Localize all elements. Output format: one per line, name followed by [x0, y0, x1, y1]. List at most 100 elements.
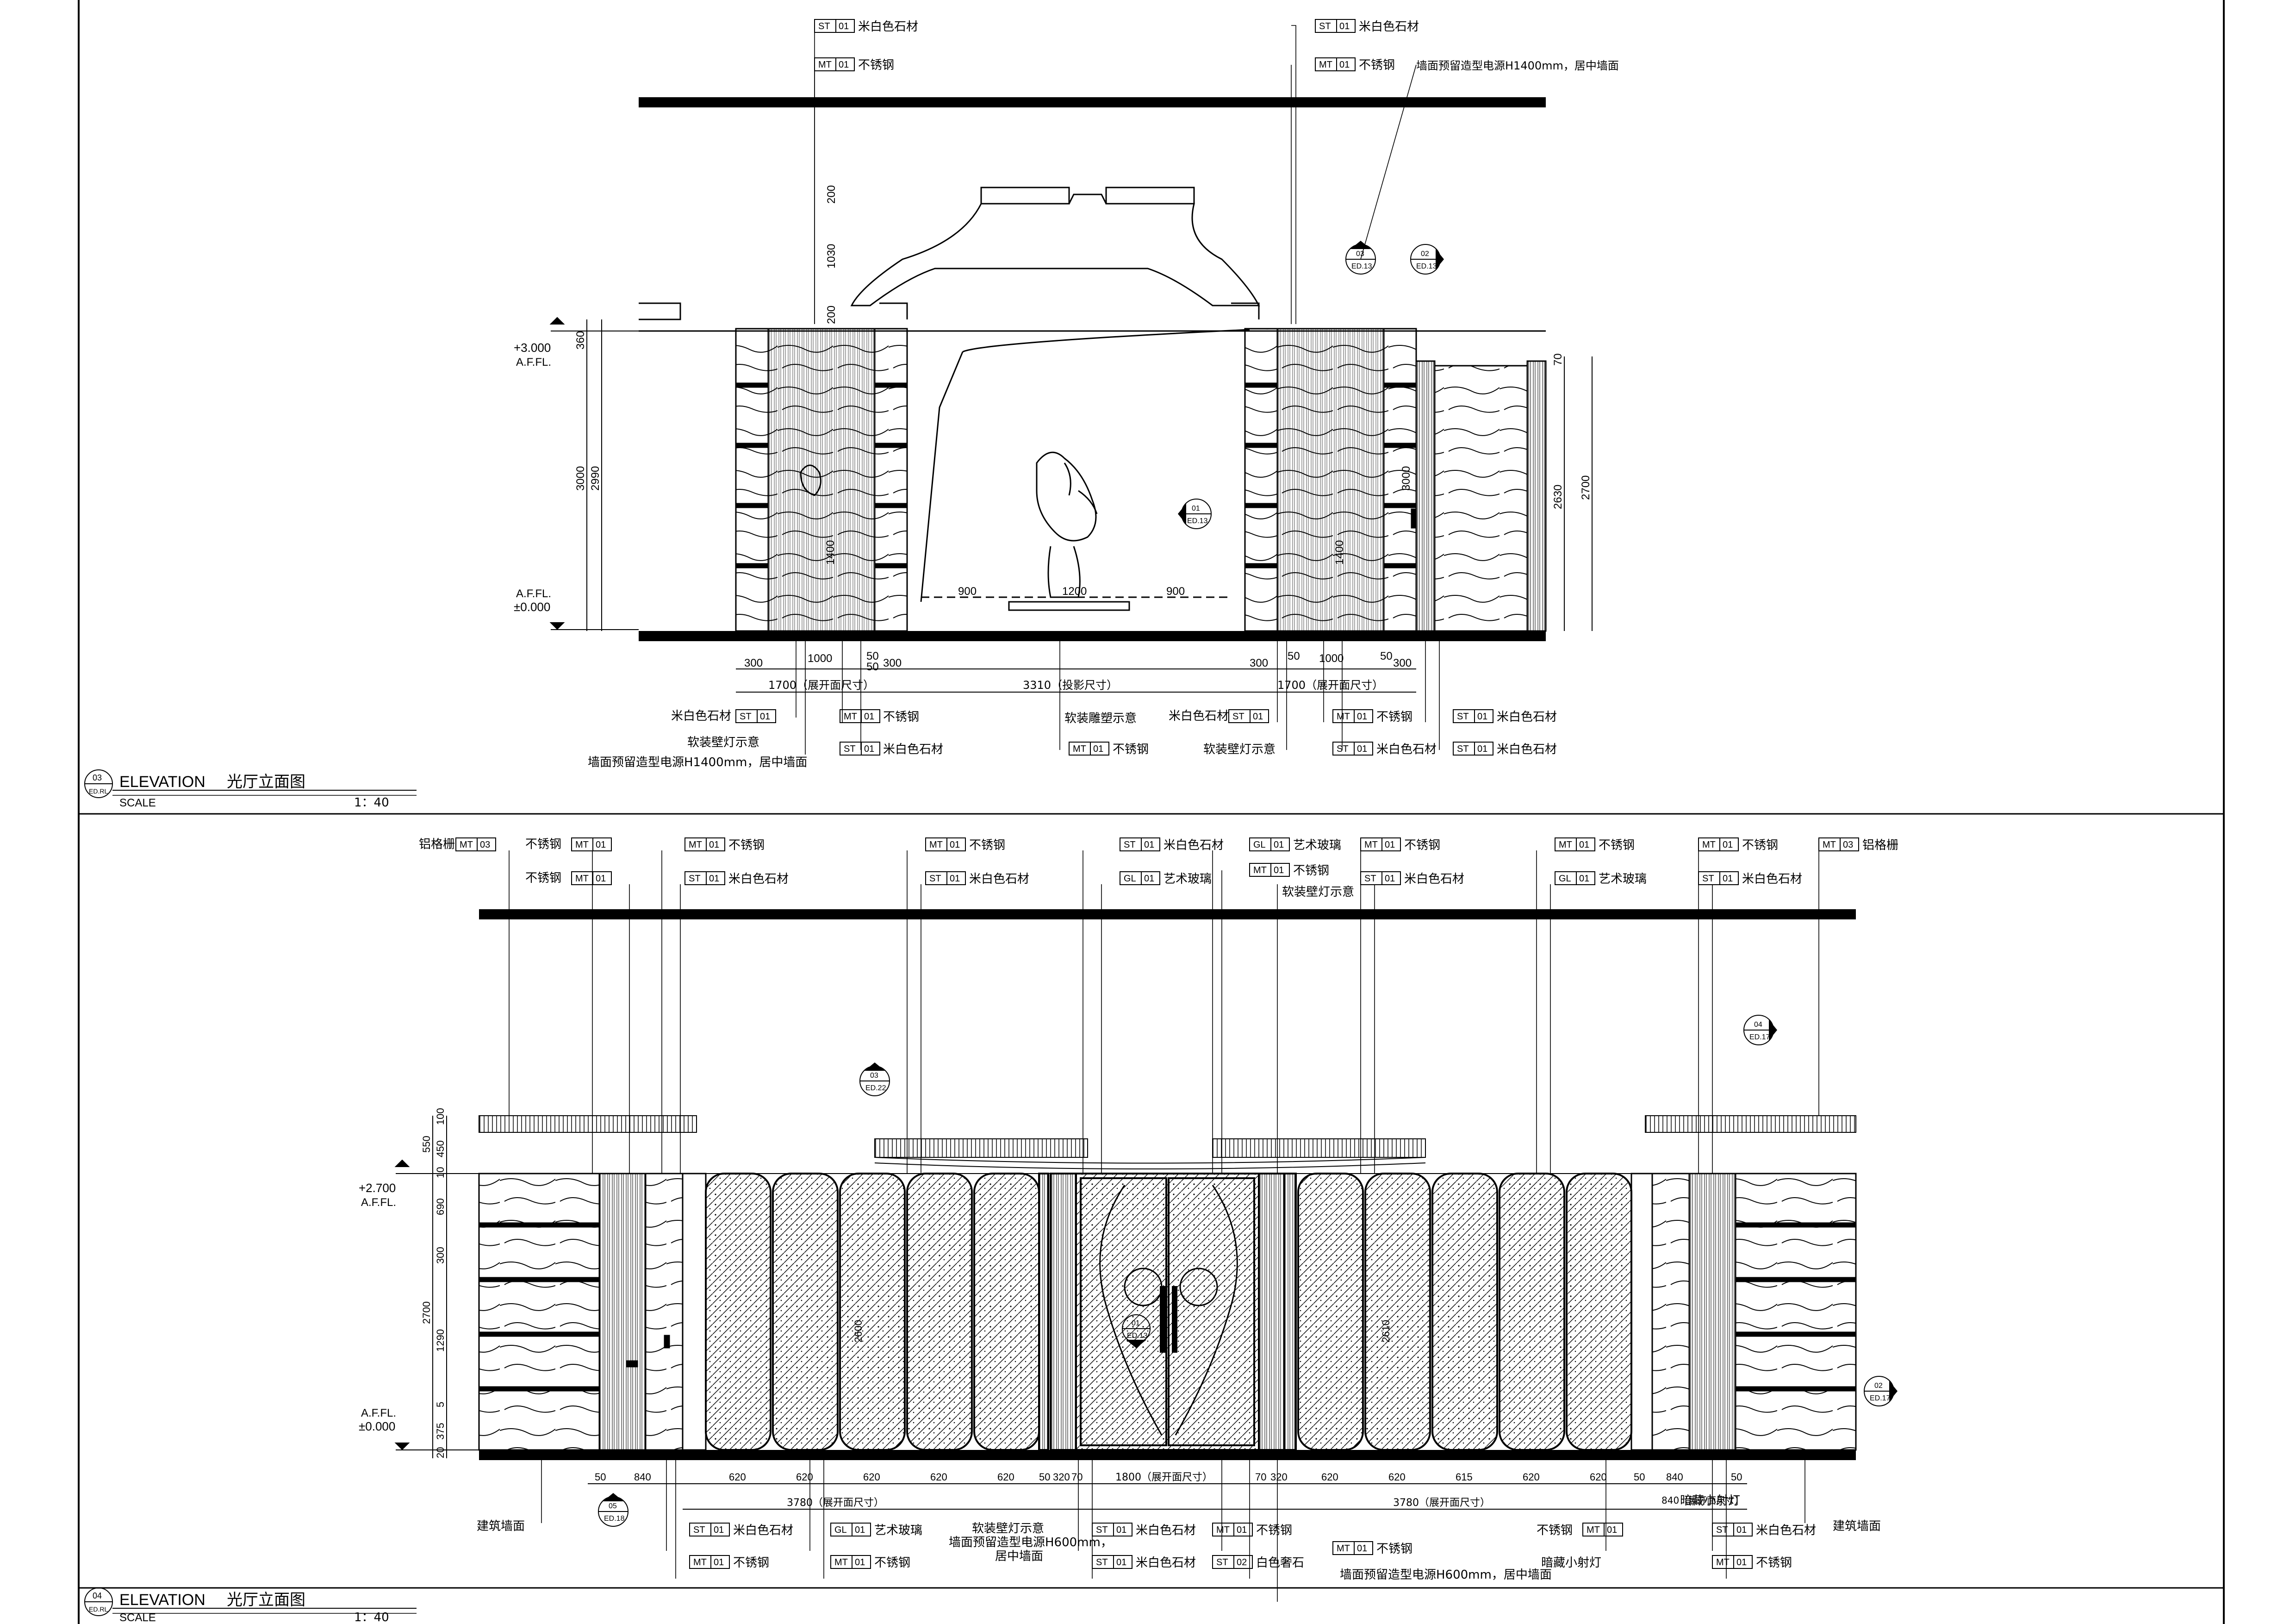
- material-code: MT: [1337, 1543, 1350, 1554]
- aluminium-grille: [479, 1115, 1856, 1169]
- section-marker-d2-b: 04 ED.17: [1743, 1015, 1777, 1045]
- scale-value: 1：40: [354, 796, 389, 810]
- material-name: 米白色石材: [1164, 838, 1224, 852]
- marker-num: 02: [1421, 250, 1429, 258]
- material-name: 米白色石材: [733, 1524, 793, 1537]
- material-code: GL: [1253, 840, 1266, 850]
- material-name: 不锈钢: [1376, 710, 1412, 724]
- dim-text: 1030: [825, 244, 838, 269]
- material-name: 米白色石材: [728, 872, 789, 886]
- material-num: 01: [864, 744, 874, 754]
- material-code: MT: [834, 1557, 848, 1568]
- material-code: MT: [1716, 1557, 1730, 1568]
- callouts-d1-bottom: 米白色石材 ST 01 MT 01 不锈钢 软装壁灯示意 墙面预留造型电源H14…: [588, 709, 1557, 769]
- material-code: GL: [1124, 874, 1136, 884]
- left-dims-2: 550 100 450 10 690 300 2700 1290 5 375 2…: [421, 1108, 1392, 1458]
- dim-text: 2610: [1380, 1320, 1392, 1343]
- title-block-1: 03 ED.RL ELEVATION 光厅立面图 SCALE 1：40: [84, 769, 417, 810]
- elevation-drawing-1: +3.000 A.F.FL. A.F.FL. ±0.000 360 3000 2…: [84, 19, 1619, 810]
- material-name: 米白色石材: [883, 743, 943, 756]
- material-code: MT: [575, 874, 589, 884]
- material-name: 铝格栅: [419, 837, 455, 851]
- right-stone-wall-2: [1630, 1173, 1857, 1451]
- scale-value-2: 1：40: [354, 1611, 389, 1624]
- material-num: 01: [1116, 1525, 1126, 1535]
- ceiling-beam-2: [479, 909, 1856, 919]
- socket-note-top: 墙面预留造型电源H1400mm，居中墙面: [1416, 59, 1619, 72]
- material-code: ST: [818, 21, 830, 31]
- dim-text: 320: [1053, 1471, 1070, 1483]
- dim-text: 300: [883, 657, 902, 669]
- material-name: 米白色石材: [858, 20, 918, 34]
- bottom-dimensions-1: 300 1000 50 50 300 900 1200 900 300 50 1…: [744, 585, 1412, 692]
- left-stone-pillar: [735, 328, 908, 632]
- dim-text: 2600: [852, 1320, 864, 1343]
- material-num: 01: [1723, 874, 1733, 884]
- dim-text: 450: [435, 1140, 446, 1157]
- marker-num: 05: [609, 1502, 617, 1510]
- material-name: 不锈钢: [728, 838, 765, 852]
- spot-note-a: 暗藏小射灯: [1680, 1494, 1740, 1508]
- dim-text: 620: [1321, 1471, 1338, 1483]
- dim-text: 70: [1552, 353, 1564, 366]
- dim-text: 200: [825, 185, 838, 204]
- material-code: MT: [1823, 840, 1836, 850]
- material-num: 01: [1736, 1525, 1747, 1535]
- dim-text: 300: [1250, 657, 1268, 669]
- dim-text: 70: [1255, 1471, 1266, 1483]
- ceiling-level-sub: A.F.FL.: [516, 356, 551, 369]
- dim-text: 620: [1388, 1471, 1406, 1483]
- dim-text: 1400: [1333, 540, 1346, 565]
- lamp-note-2: 软装壁灯示意: [1203, 743, 1276, 756]
- material-name: 米白色石材: [1376, 743, 1437, 756]
- dim-text: 375: [435, 1423, 446, 1440]
- material-num: 01: [1736, 1557, 1747, 1568]
- dim-text: 620: [1590, 1471, 1607, 1483]
- title-en: ELEVATION: [119, 773, 205, 791]
- callouts-d2-top: 铝格栅 MT 03 不锈钢 MT 01 不锈钢 MT 01 MT 01 不锈钢 …: [419, 837, 1898, 899]
- material-name: 不锈钢: [1404, 838, 1440, 852]
- dim-text: 100: [435, 1108, 446, 1125]
- dim-text: 2700: [1580, 475, 1592, 500]
- section-marker-d1-c: 01 ED.13: [1178, 499, 1212, 529]
- material-num: 01: [1237, 1525, 1247, 1535]
- material-code: MT: [818, 60, 832, 70]
- callout-d1-0: ST 01 米白色石材: [814, 19, 918, 34]
- dim-text: 620: [729, 1471, 746, 1483]
- material-name: 艺术玻璃: [1164, 872, 1212, 886]
- material-num: 01: [714, 1557, 724, 1568]
- material-num: 01: [596, 840, 606, 850]
- wall-note-left: 建筑墙面: [477, 1519, 525, 1533]
- lamp-note: 软装壁灯示意: [687, 736, 759, 750]
- material-name: 不锈钢: [525, 871, 561, 885]
- material-code: ST: [1364, 874, 1376, 884]
- material-code: ST: [1457, 744, 1469, 754]
- material-name: 米白色石材: [1742, 872, 1802, 886]
- material-name: 米白色石材: [1359, 20, 1419, 34]
- return-wall: [1415, 360, 1547, 632]
- sculpture-icon: [1036, 451, 1098, 598]
- dim-text: 10: [435, 1167, 446, 1178]
- dim-text: 1700（展开面尺寸）: [1277, 679, 1383, 692]
- ceiling-level-2: +2.700: [359, 1181, 396, 1195]
- marker-num: 01: [1192, 505, 1200, 512]
- sculpture-note: 软装雕塑示意: [1064, 712, 1137, 725]
- material-num: 01: [950, 874, 960, 884]
- dim-text: 50: [595, 1471, 606, 1483]
- material-num: 01: [1385, 840, 1395, 850]
- dim-text: 620: [997, 1471, 1014, 1483]
- title-cn: 光厅立面图: [227, 773, 305, 791]
- marker-ref: ED.13: [1127, 1332, 1148, 1340]
- material-code: ST: [1096, 1525, 1108, 1535]
- material-name: 艺术玻璃: [1293, 838, 1341, 852]
- section-marker-d2-e: 01 ED.13: [1122, 1314, 1151, 1348]
- dim-text: 900: [1166, 585, 1185, 598]
- material-name: 米白色石材: [1404, 872, 1464, 886]
- dim-text: 615: [1456, 1471, 1473, 1483]
- leader-lines-1: [796, 25, 1440, 755]
- material-code: ST: [1124, 840, 1136, 850]
- material-name: 不锈钢: [969, 838, 1005, 852]
- center-double-door: [1050, 1173, 1285, 1451]
- floor-level: ±0.000: [514, 600, 550, 614]
